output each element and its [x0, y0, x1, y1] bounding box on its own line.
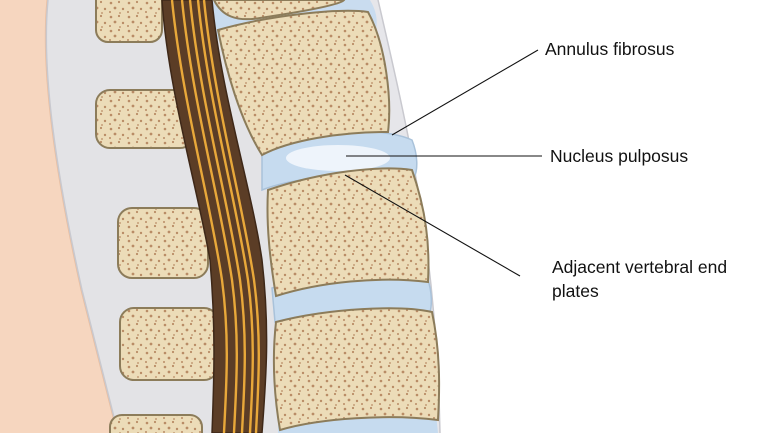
- label-endplates: Adjacent vertebral end plates: [552, 255, 727, 303]
- label-endplates-line1: Adjacent vertebral end: [552, 255, 727, 279]
- label-annulus-fibrosus: Annulus fibrosus: [545, 37, 674, 61]
- label-endplates-line2: plates: [552, 279, 727, 303]
- nucleus-core: [286, 145, 390, 171]
- leader-annulus: [392, 50, 538, 135]
- label-nucleus-pulposus: Nucleus pulposus: [550, 144, 688, 168]
